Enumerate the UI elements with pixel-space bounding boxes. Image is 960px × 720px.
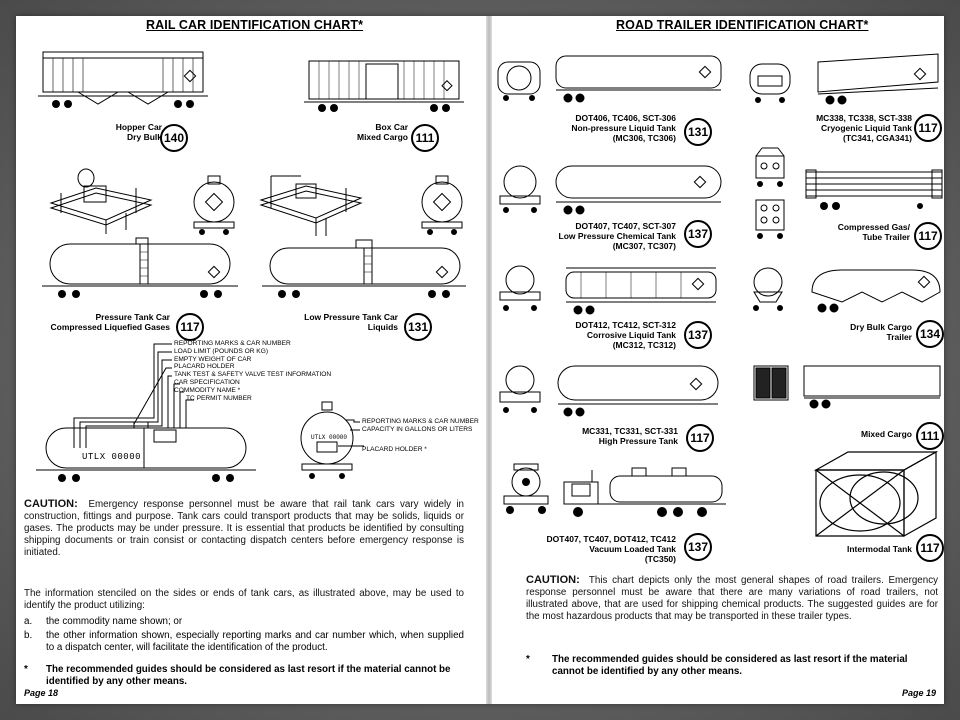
road-note-marker: * [526,654,530,665]
page-right: ROAD TRAILER IDENTIFICATION CHART* DOT40… [490,16,944,704]
dry-bulk-cargo-trailer-drawing [802,262,942,313]
guide-117-badge-high-pressure: 117 [686,424,714,452]
list-item-b: the other information shown, especially … [46,630,464,653]
tube-trailer-drawing [804,166,944,210]
guide-111-badge: 111 [411,124,439,152]
road-caution-label: CAUTION: [526,574,580,586]
rail-note-text: The recommended guides should be conside… [46,664,451,687]
low-pressure-chemical-tank-drawing [496,162,726,215]
pressure-tank-end-drawing [188,174,240,235]
end-stencil-text: UTLX 00000 [311,434,348,441]
cryogenic-liquid-tank-drawing [748,52,940,105]
page-gutter [486,16,492,704]
hopper-car-drawing [38,46,208,108]
guide-117-badge-cryogenic: 117 [914,114,942,142]
tank-car-stencil-diagram [34,338,474,482]
intermodal-tank-label: Intermodal Tank [846,544,912,554]
low-pressure-tank-end-drawing [416,174,468,235]
guide-140-badge: 140 [160,124,188,152]
page-left: RAIL CAR IDENTIFICATION CHART* Hopper Ca… [16,16,488,704]
road-caution-text: This chart depicts only the most general… [526,575,938,622]
vacuum-loaded-tank-drawing [562,462,730,517]
mixed-cargo-label: Mixed Cargo [860,429,912,439]
page-19-label: Page 19 [901,688,936,698]
road-chart-title: ROAD TRAILER IDENTIFICATION CHART* [616,18,869,32]
tube-trailer-rear-drawing [750,194,790,239]
list-marker-a: a. [24,616,33,627]
guide-137-badge-vacuum: 137 [684,533,712,561]
rail-note-marker: * [24,664,28,675]
tube-trailer-label: Compressed Gas/Tube Trailer [837,222,910,242]
guide-131-badge-road: 131 [684,118,712,146]
rail-chart-title: RAIL CAR IDENTIFICATION CHART* [146,18,364,32]
guide-137-badge-corrosive: 137 [684,321,712,349]
list-marker-b: b. [24,630,33,641]
guide-131-badge: 131 [404,313,432,341]
guide-117-badge-intermodal: 117 [916,534,944,562]
dry-bulk-end-drawing [753,264,783,311]
high-pressure-tank-drawing [496,362,726,417]
intermodal-tank-drawing [808,448,944,540]
mixed-cargo-van-drawing [752,364,942,409]
pressure-tank-car-drawing [40,238,240,298]
side-stencil-text: UTLX 00000 [82,452,142,462]
rail-caution-label: CAUTION: [24,498,78,510]
guide-117-badge-tube: 117 [914,222,942,250]
vacuum-tank-rear-drawing [498,462,556,514]
guide-111-badge-road: 111 [916,422,944,450]
guide-137-badge-chemical: 137 [684,220,712,248]
corrosive-liquid-tank-drawing [496,262,726,315]
document-spread: RAIL CAR IDENTIFICATION CHART* Hopper Ca… [16,16,944,704]
guide-117-badge: 117 [176,313,204,341]
non-pressure-liquid-tank-drawing [496,50,726,103]
rail-caution-paragraph: CAUTION: Emergency response personnel mu… [24,498,464,559]
list-item-a: the commodity name shown; or [46,616,183,627]
page-18-label: Page 18 [24,688,59,698]
low-pressure-tank-car-drawing [260,238,468,298]
road-caution-paragraph: CAUTION: This chart depicts only the mos… [526,574,938,623]
rail-info-paragraph: The information stenciled on the sides o… [24,588,464,611]
road-note-text: The recommended guides should be conside… [552,654,908,677]
rail-caution-text: Emergency response personnel must be awa… [24,499,465,558]
box-car-drawing [304,56,464,112]
pressure-tank-top-drawing [46,168,156,238]
tube-trailer-end-drawing [750,142,790,187]
guide-134-badge: 134 [916,320,944,348]
low-pressure-tank-top-drawing [256,168,366,240]
